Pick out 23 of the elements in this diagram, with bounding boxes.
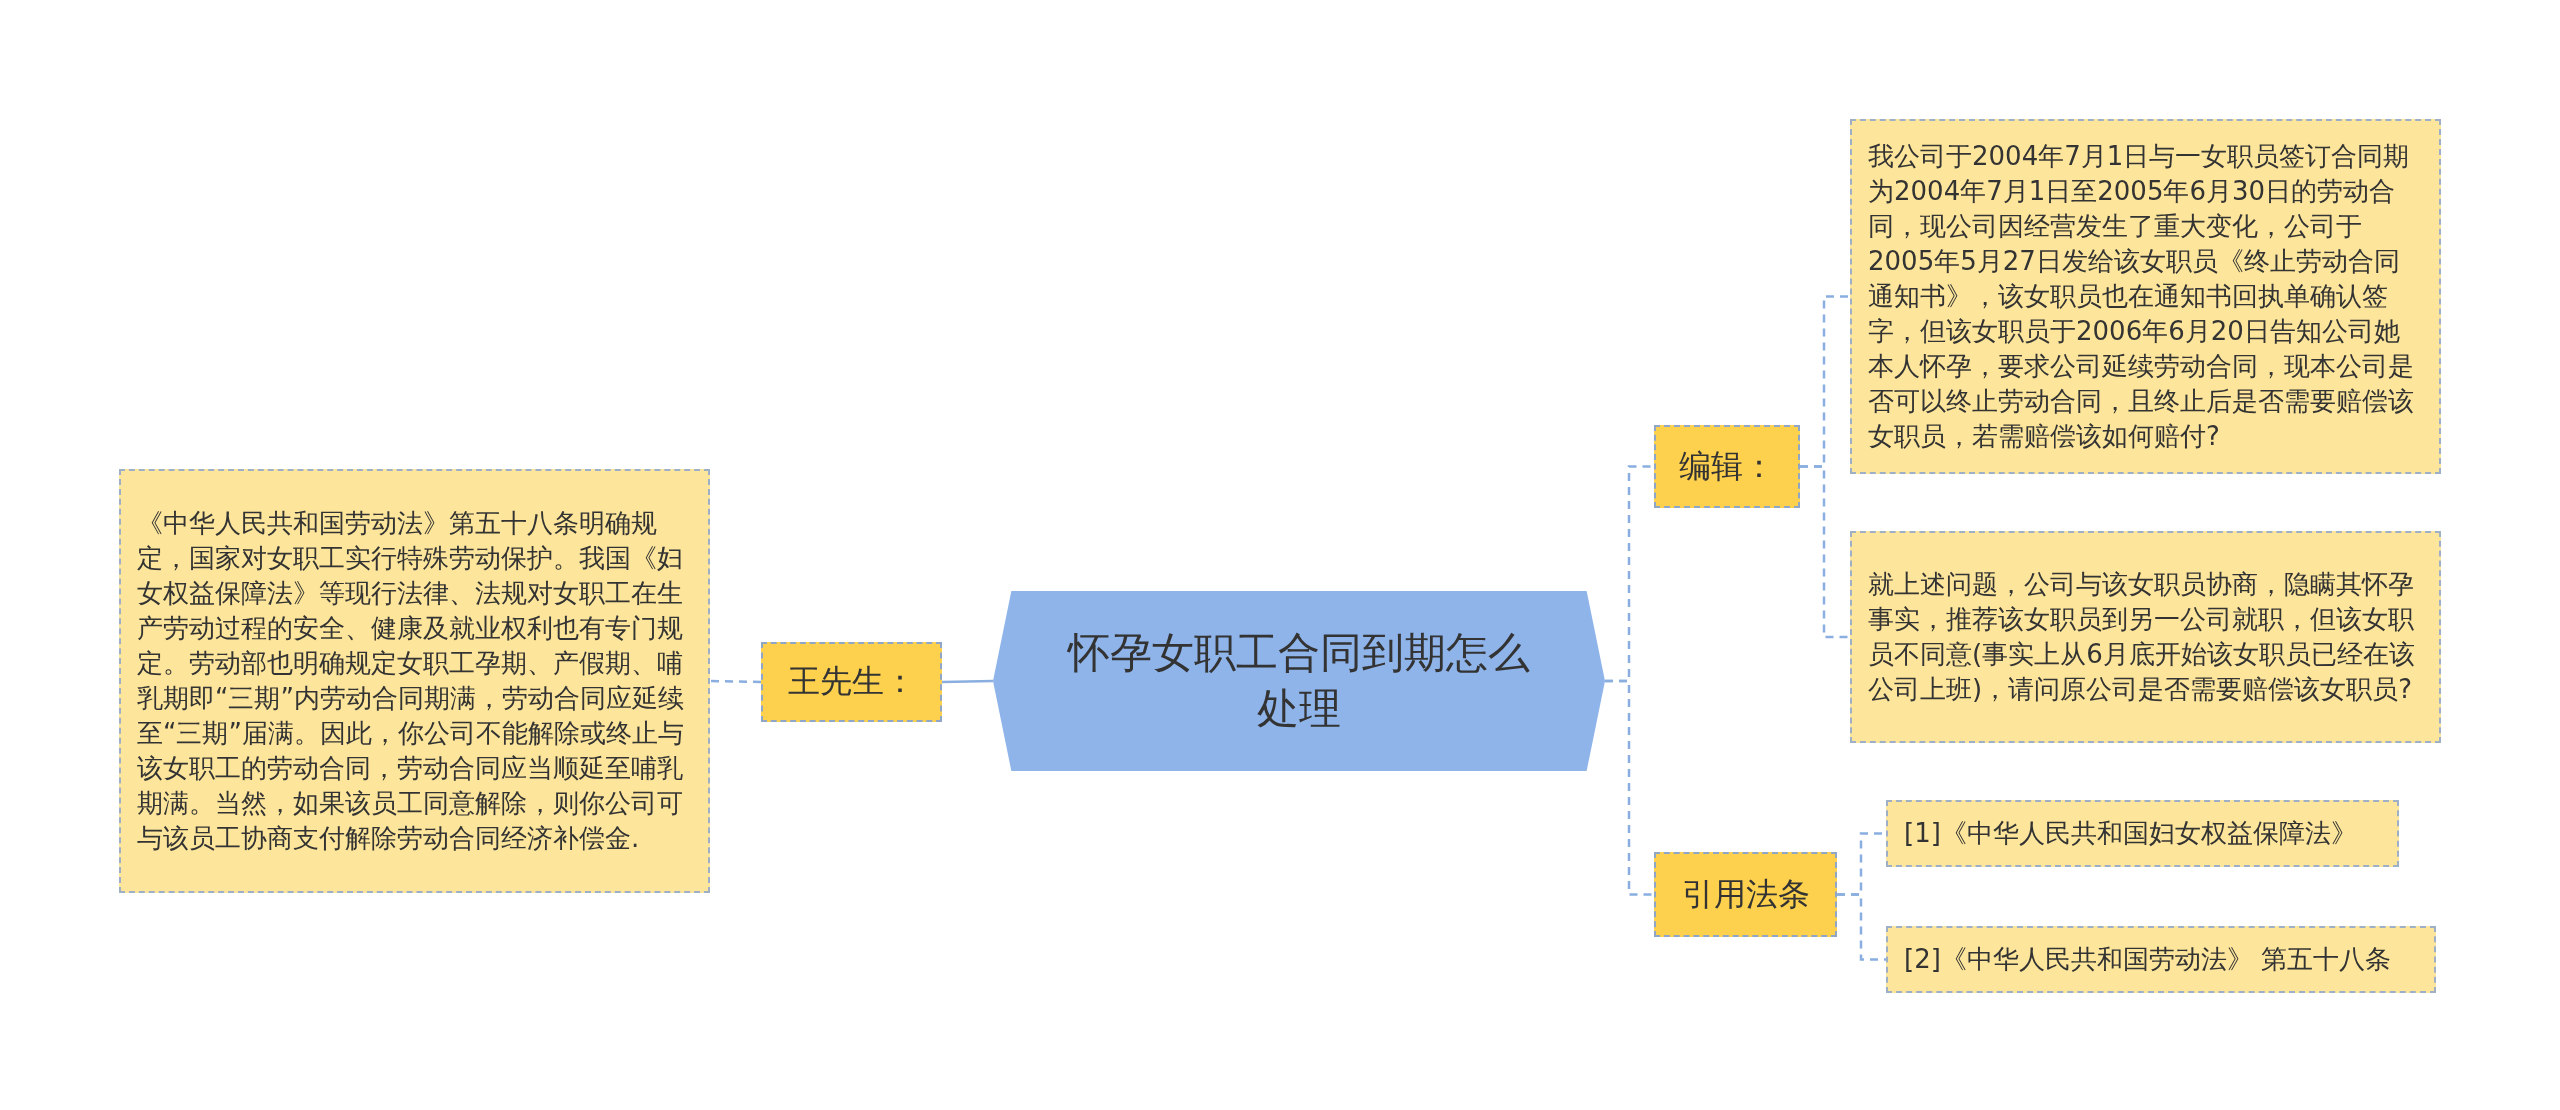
note-box bbox=[1886, 800, 2399, 867]
topic-label: 引用法条 bbox=[1681, 873, 1810, 915]
topic-box bbox=[761, 642, 942, 722]
note-text: 《中华人民共和国劳动法》第五十八条明确规定，国家对女职工实行特殊劳动保护。我国《妇女权益保障法》等现行法律、法规对女职工在生产劳动过程的安全、健康及就业权利也有专门规定。劳动部也明确规定女职工孕期、产假期、哺乳期即“三期”内劳动合同期满，劳动合同应延续至“三期”届满。因此，你公司不能解除或终止与该女职工的劳动合同，劳动合同应当顺延至哺乳期满。当然，如果该员工同意解除，则你公司可与该员工协商支付解除劳动合同经济补偿金. bbox=[137, 507, 685, 855]
note-text: [2]《中华人民共和国劳动法》 第五十八条 bbox=[1904, 943, 2392, 976]
topic-label: 王先生： bbox=[787, 661, 916, 702]
note-box bbox=[1850, 119, 2441, 474]
connector-line bbox=[1800, 465, 1850, 639]
connector-line bbox=[941, 679, 994, 684]
central-topic-hexagon bbox=[993, 591, 1605, 771]
topic-box bbox=[1654, 852, 1837, 937]
connector-line bbox=[1837, 893, 1886, 961]
note-box bbox=[1886, 926, 2436, 993]
note-text: 我公司于2004年7月1日与一女职员签订合同期为2004年7月1日至2005年6月30日的劳动合同，现公司因经营发生了重大变化，公司于2005年5月27日发给该女职员《终止劳动合同通知书》，该女职员也在通知书回执单确认签字，但该女职员于2006年6月20日告知公司她本人怀孕，要求公司延续劳动合同，现本公司是否可以终止劳动合同，且终止后是否需要赔偿该女职员，若需赔偿该如何赔付? bbox=[1868, 140, 2415, 453]
topic-label: 编辑： bbox=[1679, 445, 1775, 487]
note-box bbox=[119, 469, 710, 893]
note-text: [1]《中华人民共和国妇女权益保障法》 bbox=[1904, 817, 2357, 850]
connector-line bbox=[1605, 679, 1654, 896]
connector-line bbox=[709, 679, 762, 684]
note-text: 就上述问题，公司与该女职员协商，隐瞒其怀孕事实，推荐该女职员到另一公司就职，但该女职员不同意(事实上从6月底开始该女职员已经在该公司上班)，请问原公司是否需要赔偿该女职员? bbox=[1868, 568, 2416, 706]
topic-title: 怀孕女职工合同到期怎么处理 bbox=[1066, 627, 1531, 735]
note-box bbox=[1850, 531, 2441, 743]
topic-box bbox=[1654, 425, 1800, 508]
